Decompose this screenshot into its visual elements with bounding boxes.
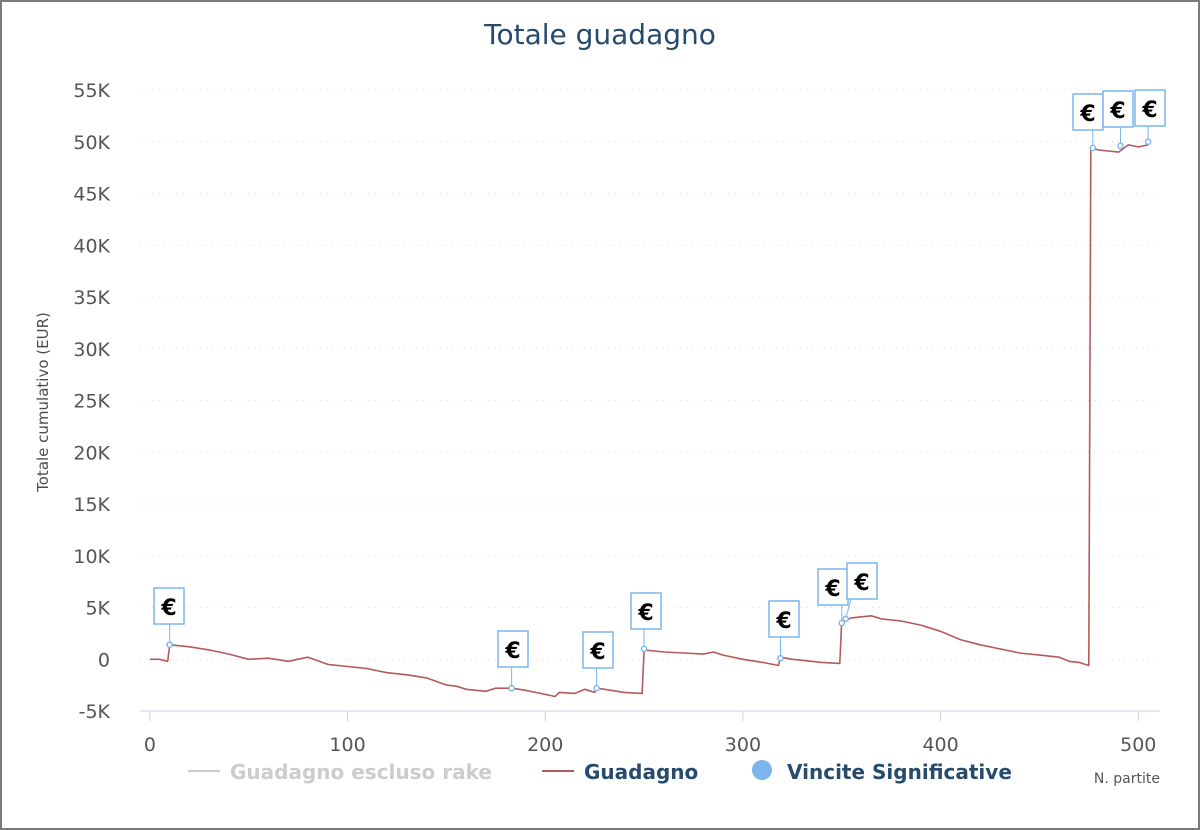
x-tick-label: 100 xyxy=(329,734,365,756)
y-tick-label: 40K xyxy=(73,235,110,257)
y-tick-label: -5K xyxy=(79,701,111,723)
flag-box xyxy=(497,630,529,668)
legend: Guadagno escluso rake Guadagno Vincite S… xyxy=(188,760,1012,784)
legend-item-rake[interactable]: Guadagno escluso rake xyxy=(188,760,492,784)
legend-label-vincite: Vincite Significative xyxy=(787,760,1012,784)
y-axis-ticks: -5K 0 5K 10K 15K 20K 25K 30K 35K 40K 45K 50K 55K xyxy=(73,80,110,723)
flag-box xyxy=(153,587,185,625)
y-tick-label: 5K xyxy=(85,598,110,620)
y-tick-label: 20K xyxy=(73,442,110,464)
flag-point xyxy=(777,654,784,662)
flag-label: € xyxy=(637,601,653,626)
chart-title: Totale guadagno xyxy=(483,18,716,51)
flag-box xyxy=(846,562,878,600)
flag-label: € xyxy=(160,596,176,621)
flag-point xyxy=(1117,142,1124,150)
flag-point xyxy=(1144,138,1152,146)
flag-point xyxy=(838,619,846,627)
y-tick-label: 0 xyxy=(98,649,110,671)
flag-point xyxy=(593,684,600,692)
flag-box xyxy=(582,631,614,669)
y-tick-label: 45K xyxy=(73,184,110,206)
legend-label-rake: Guadagno escluso rake xyxy=(230,760,492,784)
flag-label: € xyxy=(589,640,605,665)
flag-point xyxy=(1089,144,1097,152)
x-axis-label: N. partite xyxy=(1094,771,1160,787)
y-axis-label: Totale cumulativo (EUR) xyxy=(34,312,52,493)
flag-point xyxy=(640,645,648,653)
flags-series: € € € € € € € € € € xyxy=(153,89,1166,692)
x-axis: 0 100 200 300 400 500 xyxy=(140,710,1160,756)
flag-box xyxy=(1072,93,1104,131)
flag-box xyxy=(1134,89,1166,127)
flag-connector xyxy=(845,598,852,620)
flag-point xyxy=(508,684,515,692)
y-tick-label: 25K xyxy=(73,391,110,413)
y-tick-label: 55K xyxy=(73,80,110,102)
x-tick-label: 0 xyxy=(144,734,156,756)
y-tick-label: 10K xyxy=(73,546,110,568)
x-tick-label: 200 xyxy=(527,734,563,756)
legend-item-guadagno[interactable]: Guadagno xyxy=(542,760,698,784)
series-lines xyxy=(149,144,1149,698)
flag-label: € xyxy=(1109,99,1125,124)
legend-symbol-vincite xyxy=(752,760,772,780)
flag-point xyxy=(166,641,173,649)
flag-box xyxy=(768,600,800,638)
flag-label: € xyxy=(824,577,840,602)
legend-item-vincite[interactable]: Vincite Significative xyxy=(752,760,1012,784)
legend-label-guadagno: Guadagno xyxy=(584,760,698,784)
flag-point xyxy=(842,615,849,623)
flag-box xyxy=(630,592,662,630)
flag-box xyxy=(1102,90,1134,128)
x-tick-label: 500 xyxy=(1120,734,1156,756)
flag-label: € xyxy=(775,609,791,634)
flag-label: € xyxy=(853,571,869,596)
series-line-guadagno xyxy=(149,144,1149,698)
flag-label: € xyxy=(1141,98,1157,123)
x-tick-label: 300 xyxy=(725,734,761,756)
flag-label: € xyxy=(1079,102,1095,127)
y-tick-label: 50K xyxy=(73,132,110,154)
y-tick-label: 35K xyxy=(73,287,110,309)
y-tick-label: 15K xyxy=(73,494,110,516)
x-tick-label: 400 xyxy=(922,734,958,756)
y-tick-label: 30K xyxy=(73,339,110,361)
flag-label: € xyxy=(504,639,520,664)
